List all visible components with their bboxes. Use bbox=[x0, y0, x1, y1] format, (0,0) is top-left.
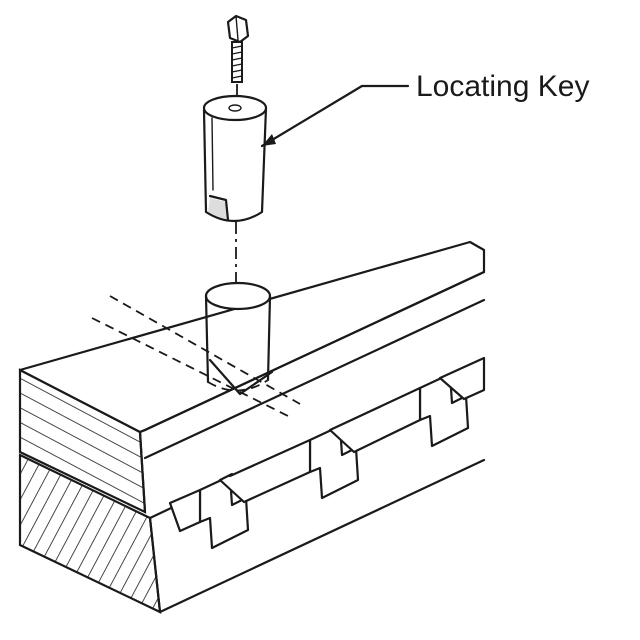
bolt-icon bbox=[226, 14, 250, 100]
key-hole-icon bbox=[204, 281, 274, 396]
t-slot-table-icon bbox=[18, 240, 486, 614]
callout-arrowhead bbox=[262, 134, 276, 146]
callout-label: Locating Key bbox=[416, 70, 589, 103]
locating-key-callout: Locating Key bbox=[260, 70, 589, 148]
t-slot-notches bbox=[198, 372, 470, 550]
callout-leader-line bbox=[260, 84, 410, 148]
locating-key-icon bbox=[202, 94, 268, 223]
table-blocks bbox=[168, 356, 486, 533]
